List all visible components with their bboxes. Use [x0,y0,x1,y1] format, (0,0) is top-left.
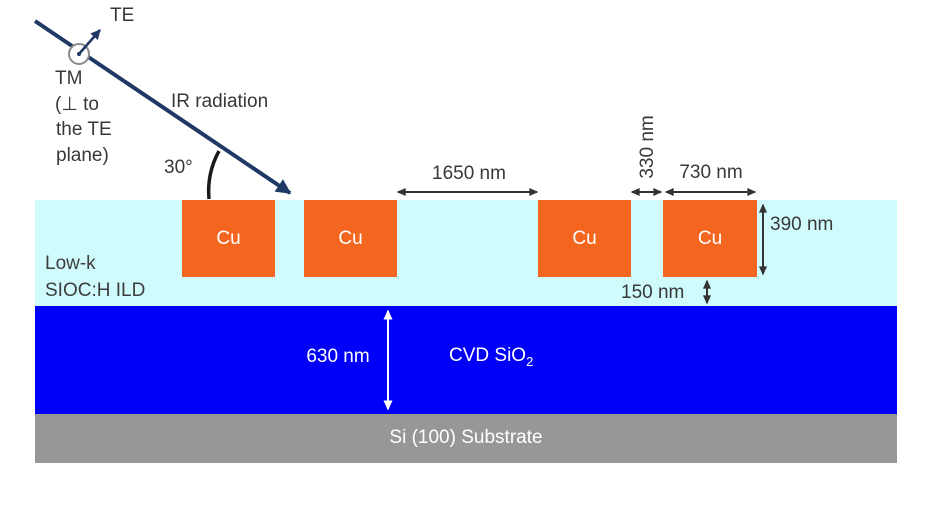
cu-line-1-label: Cu [216,227,241,249]
cu-line-3: Cu [538,200,631,277]
cvd-sio2-label-text: CVD SiO [449,345,527,366]
dim-label-390nm: 390 nm [770,214,834,235]
si-substrate-label: Si (100) Substrate [389,427,543,448]
low-k-ild-label-line2: SIOC:H ILD [45,279,146,301]
cu-line-3-label: Cu [572,227,597,249]
dim-label-1650nm: 1650 nm [432,163,506,184]
ir-radiation-label: IR radiation [171,91,269,112]
incidence-angle-arc [206,150,221,200]
tm-label: TM [55,68,83,89]
dim-label-330nm: 330 nm [637,115,659,179]
cvd-sio2-label: CVD SiO2 [449,345,534,369]
cu-line-2-label: Cu [338,227,363,249]
cu-line-4-label: Cu [697,227,723,249]
tm-polarization-circle-icon [68,43,90,65]
cu-line-4: Cu [663,200,757,277]
low-k-ild-label-line1: Low-k [45,253,96,274]
si-substrate-layer [35,414,897,463]
dim-label-630nm: 630 nm [306,346,370,367]
te-label: TE [110,5,135,26]
dim-label-730nm: 730 nm [679,162,743,183]
cvd-sio2-layer [35,306,897,414]
dim-label-150nm: 150 nm [621,282,685,303]
incidence-angle-label: 30° [164,157,193,178]
cu-line-2: Cu [304,200,397,277]
te-polarization-arrow [78,29,101,55]
tm-polarization-dot-icon [77,52,81,56]
low-k-ild-layer [35,200,897,306]
tm-description-line3: plane) [56,145,109,166]
tm-description-line2: the TE [56,119,112,140]
cvd-sio2-label-subscript: 2 [526,353,534,369]
low-k-ild-label: Low-k SIOC:H ILD [45,254,145,301]
cu-line-1: Cu [182,200,275,277]
tm-description-line1: (⊥ to [55,94,100,115]
